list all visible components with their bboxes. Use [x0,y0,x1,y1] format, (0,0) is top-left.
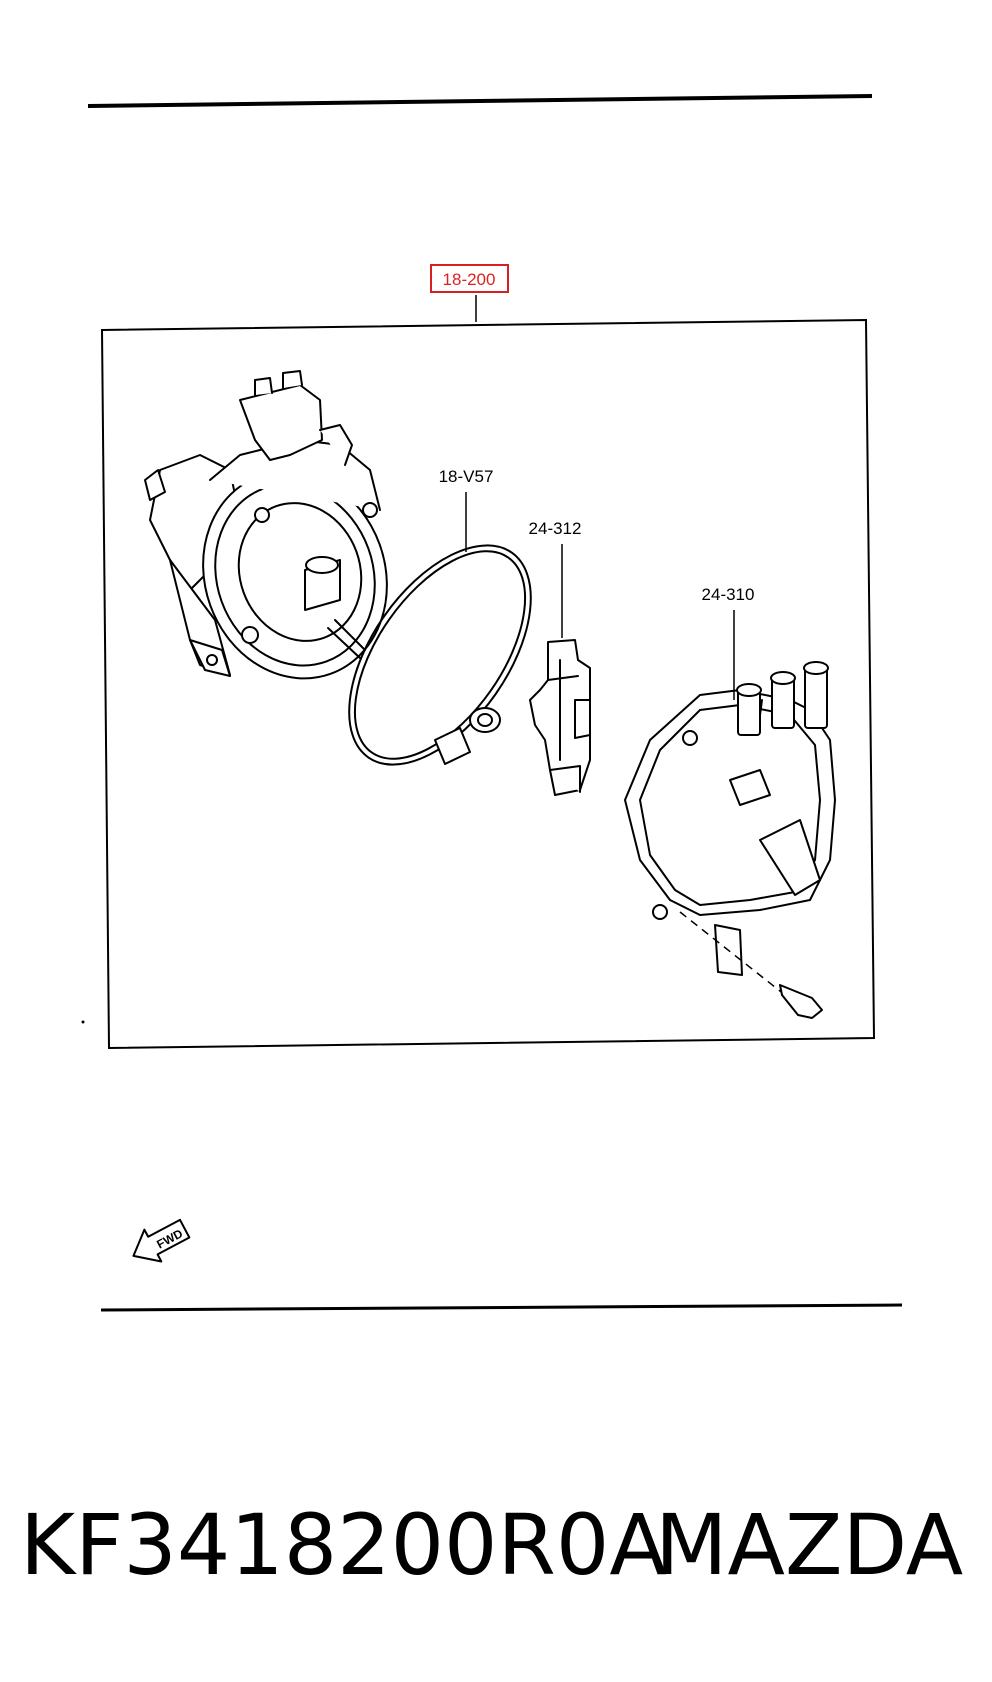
part-callout-24-312: 24-312 [529,519,582,538]
gasket-drawing [348,544,532,766]
part-number-label: KF3418200R0A [20,1496,667,1594]
assembly-frame [100,318,876,1050]
part-callout-18-v57: 18-V57 [439,467,494,486]
part-callout-24-310: 24-310 [702,585,755,604]
module-drawing [529,639,591,796]
assembly-callout-label: 18-200 [443,270,496,289]
top-rule [87,94,873,108]
brand-label: MAZDA [655,1496,964,1594]
fwd-arrow-icon: FWD [132,1218,191,1263]
distributor-cap-drawing [624,661,836,1019]
distributor-body-drawing [144,370,388,680]
bottom-rule [100,1303,903,1312]
assembly-callout-box [430,264,509,293]
speck [81,1020,85,1024]
